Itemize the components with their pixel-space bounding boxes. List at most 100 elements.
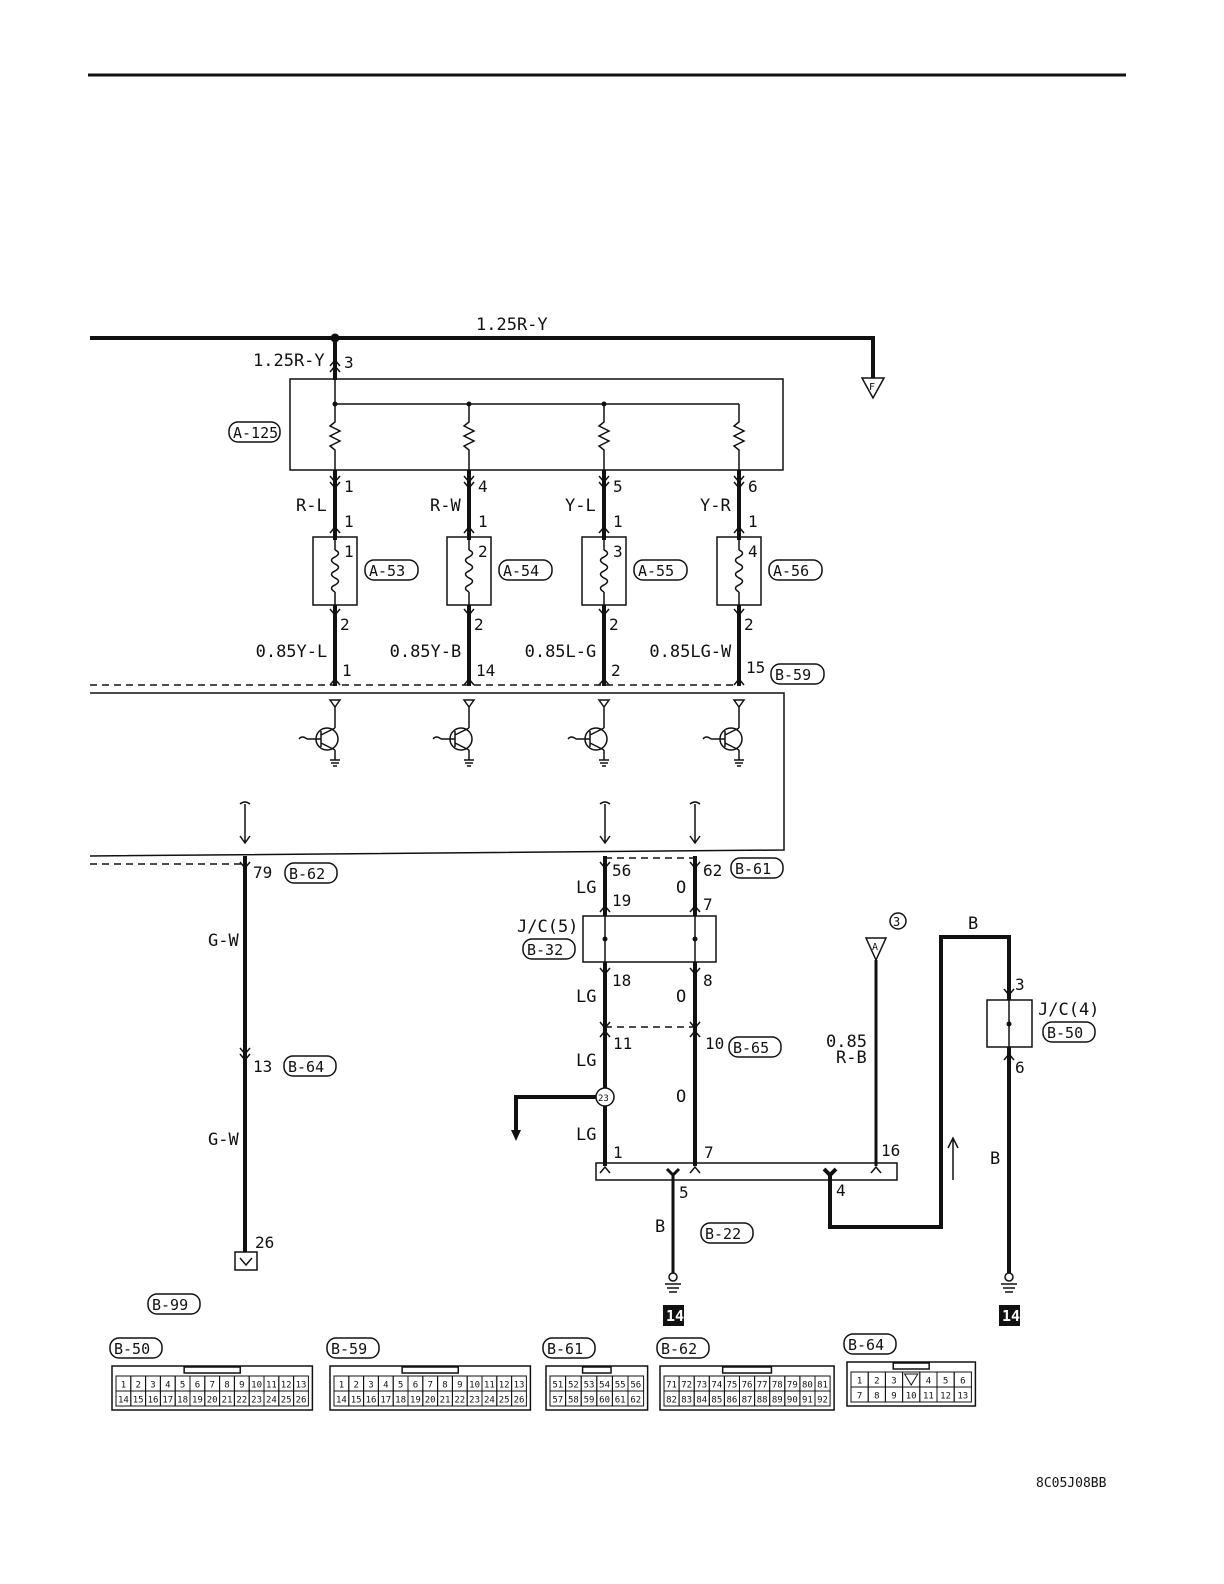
svg-text:73: 73 bbox=[696, 1381, 707, 1391]
svg-text:16: 16 bbox=[881, 1141, 900, 1160]
resistor-block bbox=[289, 378, 784, 471]
svg-text:6: 6 bbox=[195, 1381, 200, 1391]
svg-text:8: 8 bbox=[442, 1381, 447, 1391]
svg-text:6: 6 bbox=[748, 477, 758, 496]
svg-text:11: 11 bbox=[484, 1381, 495, 1391]
svg-text:B: B bbox=[968, 914, 978, 934]
svg-text:23: 23 bbox=[469, 1396, 480, 1406]
svg-text:23: 23 bbox=[598, 1094, 609, 1104]
svg-text:B-59: B-59 bbox=[331, 1340, 367, 1358]
svg-text:83: 83 bbox=[681, 1396, 692, 1406]
svg-text:LG: LG bbox=[576, 987, 596, 1007]
terminal-a: A 3 bbox=[864, 912, 907, 962]
svg-text:1: 1 bbox=[613, 1143, 623, 1162]
svg-text:B-50: B-50 bbox=[1047, 1024, 1083, 1042]
svg-text:3: 3 bbox=[368, 1381, 373, 1391]
svg-text:B-22: B-22 bbox=[705, 1225, 741, 1243]
svg-text:54: 54 bbox=[599, 1381, 610, 1391]
svg-text:62: 62 bbox=[703, 861, 722, 880]
middle-circuit: 56 62 B-61 LG O 19 7 J/C(5) B-32 18 8 LG… bbox=[511, 856, 1011, 1326]
svg-text:26: 26 bbox=[255, 1233, 274, 1252]
svg-text:82: 82 bbox=[666, 1396, 677, 1406]
svg-text:56: 56 bbox=[612, 861, 631, 880]
svg-text:90: 90 bbox=[787, 1396, 798, 1406]
svg-text:15: 15 bbox=[133, 1396, 144, 1406]
terminal-f: F bbox=[860, 377, 886, 400]
svg-text:12: 12 bbox=[281, 1381, 292, 1391]
svg-text:4: 4 bbox=[383, 1381, 388, 1391]
wire-label-main-left: 1.25R-Y bbox=[253, 351, 325, 371]
svg-text:88: 88 bbox=[757, 1396, 768, 1406]
svg-text:A: A bbox=[872, 942, 878, 953]
svg-text:76: 76 bbox=[742, 1381, 753, 1391]
svg-text:7: 7 bbox=[427, 1381, 432, 1391]
svg-text:5: 5 bbox=[180, 1381, 185, 1391]
right-circuit: B 3 J/C(4) B-50 6 B 14 bbox=[968, 914, 1099, 1326]
svg-text:A-55: A-55 bbox=[638, 562, 674, 580]
svg-text:LG: LG bbox=[576, 1051, 596, 1071]
svg-text:58: 58 bbox=[568, 1396, 579, 1406]
svg-text:LG: LG bbox=[576, 878, 596, 898]
svg-text:2: 2 bbox=[474, 615, 484, 634]
svg-text:2: 2 bbox=[874, 1377, 879, 1387]
svg-text:B-32: B-32 bbox=[527, 941, 563, 959]
ecu-box bbox=[89, 692, 785, 857]
figure-code: 8C05J08BB bbox=[1036, 1476, 1107, 1491]
svg-text:7: 7 bbox=[704, 1143, 714, 1162]
svg-text:2: 2 bbox=[611, 661, 621, 680]
svg-text:5: 5 bbox=[398, 1381, 403, 1391]
svg-text:19: 19 bbox=[612, 891, 631, 910]
svg-text:14: 14 bbox=[476, 661, 495, 680]
svg-text:1: 1 bbox=[342, 661, 352, 680]
svg-text:92: 92 bbox=[817, 1396, 828, 1406]
svg-text:13: 13 bbox=[514, 1381, 525, 1391]
svg-text:7: 7 bbox=[857, 1392, 862, 1402]
svg-text:3: 3 bbox=[1015, 975, 1025, 994]
svg-text:20: 20 bbox=[207, 1396, 218, 1406]
svg-text:6: 6 bbox=[1015, 1058, 1025, 1077]
svg-text:9: 9 bbox=[239, 1381, 244, 1391]
ecu-transistor-2 bbox=[432, 699, 476, 767]
svg-text:52: 52 bbox=[568, 1381, 579, 1391]
svg-text:B: B bbox=[655, 1217, 665, 1237]
svg-text:9: 9 bbox=[457, 1381, 462, 1391]
b99-label: B-99 bbox=[147, 1293, 201, 1315]
svg-text:18: 18 bbox=[612, 971, 631, 990]
svg-text:B-62: B-62 bbox=[289, 865, 325, 883]
ecu-transistor-3 bbox=[567, 699, 611, 767]
svg-text:J/C(5): J/C(5) bbox=[517, 917, 578, 937]
svg-text:2: 2 bbox=[609, 615, 619, 634]
ecu-input-arrows bbox=[239, 801, 701, 845]
ecu-transistor-1 bbox=[298, 699, 342, 767]
svg-text:4: 4 bbox=[926, 1377, 931, 1387]
svg-text:91: 91 bbox=[802, 1396, 813, 1406]
svg-text:79: 79 bbox=[253, 863, 272, 882]
svg-text:11: 11 bbox=[923, 1392, 934, 1402]
svg-text:B: B bbox=[990, 1149, 1000, 1169]
svg-text:25: 25 bbox=[281, 1396, 292, 1406]
svg-text:56: 56 bbox=[630, 1381, 641, 1391]
svg-text:22: 22 bbox=[454, 1396, 465, 1406]
svg-text:62: 62 bbox=[630, 1396, 641, 1406]
svg-text:A-54: A-54 bbox=[503, 562, 539, 580]
svg-text:18: 18 bbox=[177, 1396, 188, 1406]
b22-connector bbox=[595, 1162, 898, 1181]
main-power-wire: 1.25R-Y 1.25R-Y 3 bbox=[90, 315, 875, 380]
svg-text:0.85L-G: 0.85L-G bbox=[525, 642, 597, 662]
svg-text:78: 78 bbox=[772, 1381, 783, 1391]
svg-text:13: 13 bbox=[253, 1057, 272, 1076]
svg-text:16: 16 bbox=[148, 1396, 159, 1406]
svg-text:7: 7 bbox=[703, 895, 713, 914]
svg-text:8: 8 bbox=[703, 971, 713, 990]
svg-text:10: 10 bbox=[469, 1381, 480, 1391]
svg-text:B-61: B-61 bbox=[735, 860, 771, 878]
svg-text:B-64: B-64 bbox=[848, 1336, 884, 1354]
svg-text:24: 24 bbox=[484, 1396, 495, 1406]
